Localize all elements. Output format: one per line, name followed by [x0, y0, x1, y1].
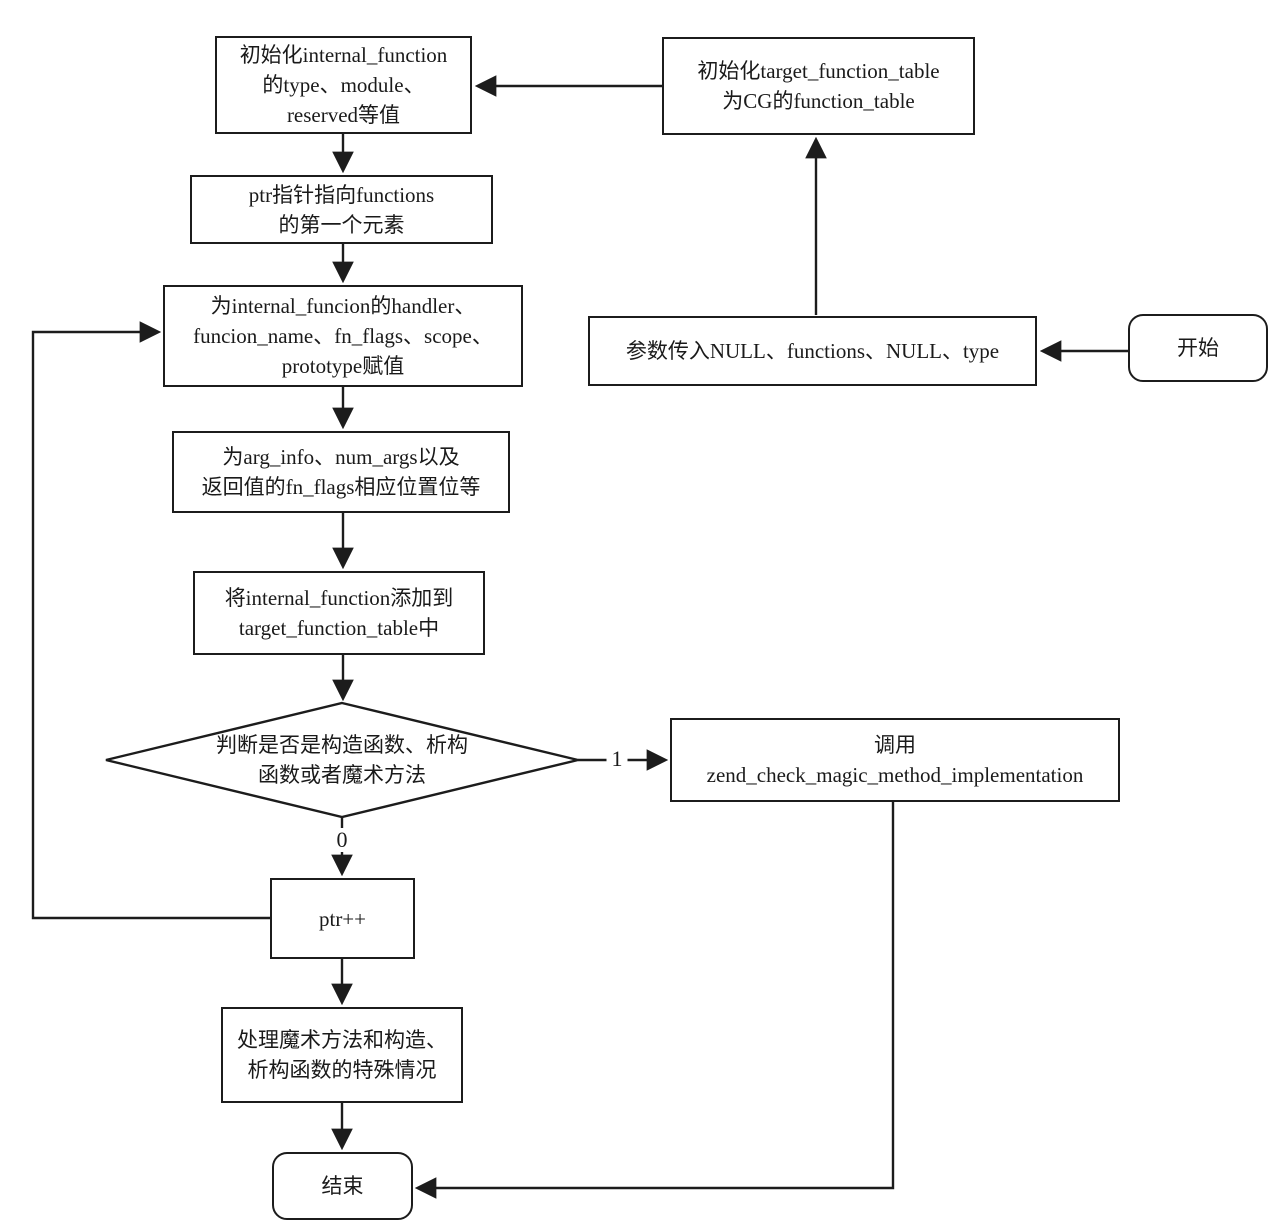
node-text-line: 参数传入NULL、functions、NULL、type	[625, 339, 1000, 363]
decision-true-label: 1	[606, 747, 628, 771]
node-start: 开始	[1128, 314, 1268, 382]
node-end: 结束	[272, 1152, 413, 1220]
node-text-line: 初始化internal_function	[239, 43, 448, 67]
decision-false-label: 0	[331, 828, 353, 852]
node-text-line: ptr指针指向functions	[248, 182, 435, 207]
node-text-line: funcion_name、fn_flags、scope、	[193, 324, 493, 348]
node-text-line: ptr++	[318, 906, 366, 931]
node-text-line: 为CG的function_table	[722, 89, 915, 113]
node-text-line: 析构函数的特殊情况	[247, 1058, 437, 1082]
node-text-line: 开始	[1177, 336, 1219, 360]
node-init-target: 初始化target_function_table 为CG的function_ta…	[662, 37, 975, 135]
node-text-line: reserved等值	[286, 103, 401, 127]
node-handle-magic: 处理魔术方法和构造、 析构函数的特殊情况	[221, 1007, 463, 1103]
node-text-line: 将internal_function添加到	[224, 586, 454, 610]
node-decision: 判断是否是构造函数、析构 函数或者魔术方法	[150, 717, 534, 803]
node-text-line: 的type、module、	[262, 73, 425, 97]
node-zend-check: 调用 zend_check_magic_method_implementatio…	[670, 718, 1120, 802]
node-text-line: 判断是否是构造函数、析构	[216, 733, 468, 757]
node-text-line: 的第一个元素	[278, 212, 405, 237]
node-text-line: 函数或者魔术方法	[258, 763, 426, 787]
node-text-line: 初始化target_function_table	[697, 59, 940, 83]
node-text-line: 调用	[874, 733, 916, 757]
node-params-in: 参数传入NULL、functions、NULL、type	[588, 316, 1037, 386]
node-arg-info: 为arg_info、num_args以及 返回值的fn_flags相应位置位等	[172, 431, 510, 513]
node-text-line: 处理魔术方法和构造、	[237, 1028, 447, 1052]
edge-loop-ptr-inc-to-assign-handler	[31, 321, 270, 920]
node-text-line: 结束	[321, 1174, 364, 1198]
node-text-line: 为internal_funcion的handler、	[210, 294, 476, 318]
node-init-internal: 初始化internal_function 的type、module、 reser…	[215, 36, 472, 134]
decision-diamond-shape	[105, 701, 579, 819]
node-text-line: 返回值的fn_flags相应位置位等	[201, 475, 481, 499]
node-text-line: 为arg_info、num_args以及	[222, 445, 460, 469]
node-add-to-table: 将internal_function添加到 target_function_ta…	[193, 571, 485, 655]
node-text-line: zend_check_magic_method_implementation	[706, 763, 1084, 787]
node-ptr-inc: ptr++	[270, 878, 415, 959]
node-ptr-point: ptr指针指向functions 的第一个元素	[190, 175, 493, 244]
node-assign-handler: 为internal_funcion的handler、 funcion_name、…	[163, 285, 523, 387]
edge-zend-check-to-end	[414, 802, 895, 1199]
node-text-line: target_function_table中	[238, 616, 440, 640]
node-text-line: prototype赋值	[281, 354, 405, 378]
